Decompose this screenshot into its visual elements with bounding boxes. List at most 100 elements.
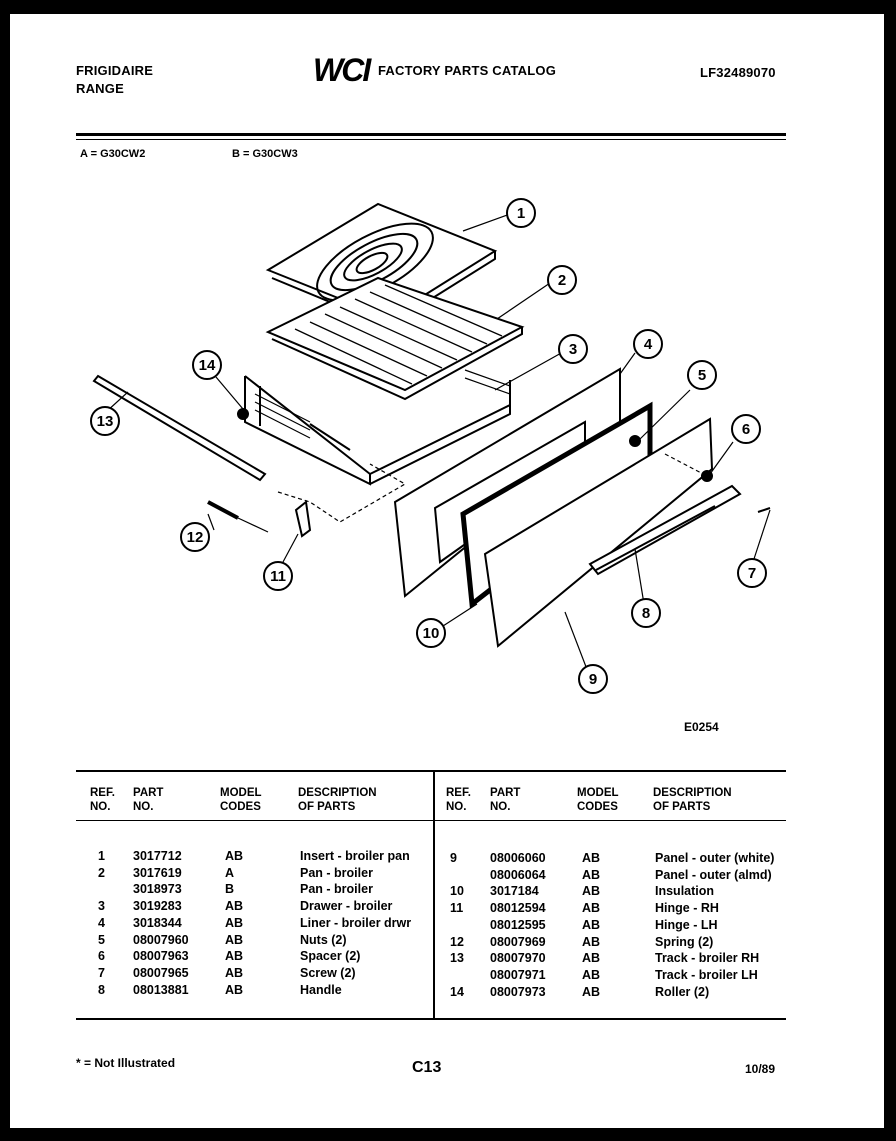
cell-description: Roller (2) xyxy=(655,984,710,999)
cell-ref-no: 10 xyxy=(450,884,464,899)
cell-model-codes: AB xyxy=(225,932,244,947)
svg-text:5: 5 xyxy=(698,367,706,384)
cell-model-codes: AB xyxy=(225,915,244,930)
cell-ref-no: 3 xyxy=(98,899,105,914)
cell-ref-no: 13 xyxy=(450,951,464,966)
cell-part-no: 08007970 xyxy=(490,951,546,966)
svg-text:4: 4 xyxy=(644,336,653,353)
model-b: B = G30CW3 xyxy=(232,148,298,160)
cell-description: Track - broiler RH xyxy=(655,951,760,966)
cell-description: Track - broiler LH xyxy=(655,967,758,982)
catalog-number: LF32489070 xyxy=(700,65,776,80)
cell-model-codes: AB xyxy=(582,884,601,899)
footnote: * = Not Illustrated xyxy=(76,1056,176,1070)
cell-part-no: 08007969 xyxy=(490,934,546,949)
callout-12: 12 xyxy=(180,522,210,552)
hinge xyxy=(294,500,312,538)
cell-model-codes: A xyxy=(225,865,235,880)
callout-7: 7 xyxy=(737,558,767,588)
cell-part-no: 08007965 xyxy=(133,965,189,980)
cell-model-codes: AB xyxy=(582,851,601,865)
table-header-rule xyxy=(76,820,786,821)
outer-panel xyxy=(483,417,714,648)
cell-ref-no: 6 xyxy=(98,949,105,964)
cell-part-no: 08013881 xyxy=(133,982,189,997)
callout-13: 13 xyxy=(90,406,120,436)
svg-text:6: 6 xyxy=(742,421,750,438)
wci-logo: WCI xyxy=(313,52,375,88)
cell-part-no: 08007963 xyxy=(133,949,189,964)
cell-model-codes: AB xyxy=(225,849,244,863)
cell-description: Hinge - RH xyxy=(655,901,719,916)
cell-ref-no: 7 xyxy=(98,965,105,980)
cell-model-codes: AB xyxy=(582,901,601,916)
broiler-drawer xyxy=(244,375,511,476)
table-divider xyxy=(433,772,435,1018)
callout-9: 9 xyxy=(578,664,608,694)
cell-ref-no: 9 xyxy=(450,851,457,865)
cell-ref-no: 12 xyxy=(450,934,464,949)
cell-description: Nuts (2) xyxy=(300,932,347,947)
cell-model-codes: AB xyxy=(582,867,601,882)
cell-description: Panel - outer (almd) xyxy=(655,867,772,882)
cell-part-no: 3017619 xyxy=(133,865,182,880)
spacer xyxy=(701,470,713,482)
svg-text:8: 8 xyxy=(642,605,650,622)
cell-ref-no: 2 xyxy=(98,865,105,880)
callout-5: 5 xyxy=(687,360,717,390)
callout-8: 8 xyxy=(631,598,661,628)
svg-text:9: 9 xyxy=(589,671,597,688)
catalog-page: FRIGIDAIRE RANGE WCI FACTORY PARTS CATAL… xyxy=(10,14,884,1128)
cell-description: Pan - broiler xyxy=(300,882,373,897)
cell-description: Panel - outer (white) xyxy=(655,851,775,865)
cell-ref-no: 4 xyxy=(98,915,105,930)
model-a: A = G30CW2 xyxy=(80,148,146,160)
cell-model-codes: AB xyxy=(582,917,601,932)
cell-model-codes: AB xyxy=(582,984,601,999)
callout-3: 3 xyxy=(558,334,588,364)
cell-part-no: 08012594 xyxy=(490,901,546,916)
page-code: C13 xyxy=(412,1059,442,1076)
brand-name: FRIGIDAIRE xyxy=(76,63,154,78)
header-ref-no-right: REF.NO. xyxy=(446,787,471,813)
cell-part-no: 08006060 xyxy=(490,851,546,865)
callout-4: 4 xyxy=(633,329,663,359)
cell-part-no: 08007960 xyxy=(133,932,189,947)
cell-description: Pan - broiler xyxy=(300,865,373,880)
cell-model-codes: B xyxy=(225,882,235,897)
spring xyxy=(207,500,239,520)
header-rule xyxy=(76,133,786,136)
logo-text: WCI xyxy=(313,52,372,86)
nut xyxy=(629,435,641,447)
callout-2: 2 xyxy=(547,265,577,295)
cell-description: Handle xyxy=(300,982,342,997)
cell-model-codes: AB xyxy=(225,949,244,964)
cell-model-codes: AB xyxy=(225,982,244,997)
cell-model-codes: AB xyxy=(225,965,244,980)
svg-text:2: 2 xyxy=(558,272,566,289)
cell-model-codes: AB xyxy=(582,967,601,982)
svg-text:3: 3 xyxy=(569,341,577,358)
cell-part-no: 3017184 xyxy=(490,884,539,899)
svg-text:13: 13 xyxy=(97,413,114,430)
cell-description: Spring (2) xyxy=(655,934,714,949)
cell-description: Drawer - broiler xyxy=(300,899,393,914)
callout-group: 1 2 3 4 5 6 7 8 9 10 11 12 13 14 xyxy=(90,198,767,694)
broiler-track xyxy=(92,374,267,482)
cell-model-codes: AB xyxy=(582,934,601,949)
header-ref-no: REF.NO. xyxy=(90,787,115,813)
svg-text:12: 12 xyxy=(187,529,204,546)
svg-text:7: 7 xyxy=(748,565,756,582)
callout-6: 6 xyxy=(731,414,761,444)
cell-ref-no: 8 xyxy=(98,982,105,997)
cell-part-no: 3019283 xyxy=(133,899,182,914)
cell-ref-no: 5 xyxy=(98,932,105,947)
svg-text:10: 10 xyxy=(423,625,440,642)
cell-model-codes: AB xyxy=(582,951,601,966)
callout-11: 11 xyxy=(263,561,293,591)
callout-1: 1 xyxy=(506,198,536,228)
table-top-rule xyxy=(76,770,786,772)
